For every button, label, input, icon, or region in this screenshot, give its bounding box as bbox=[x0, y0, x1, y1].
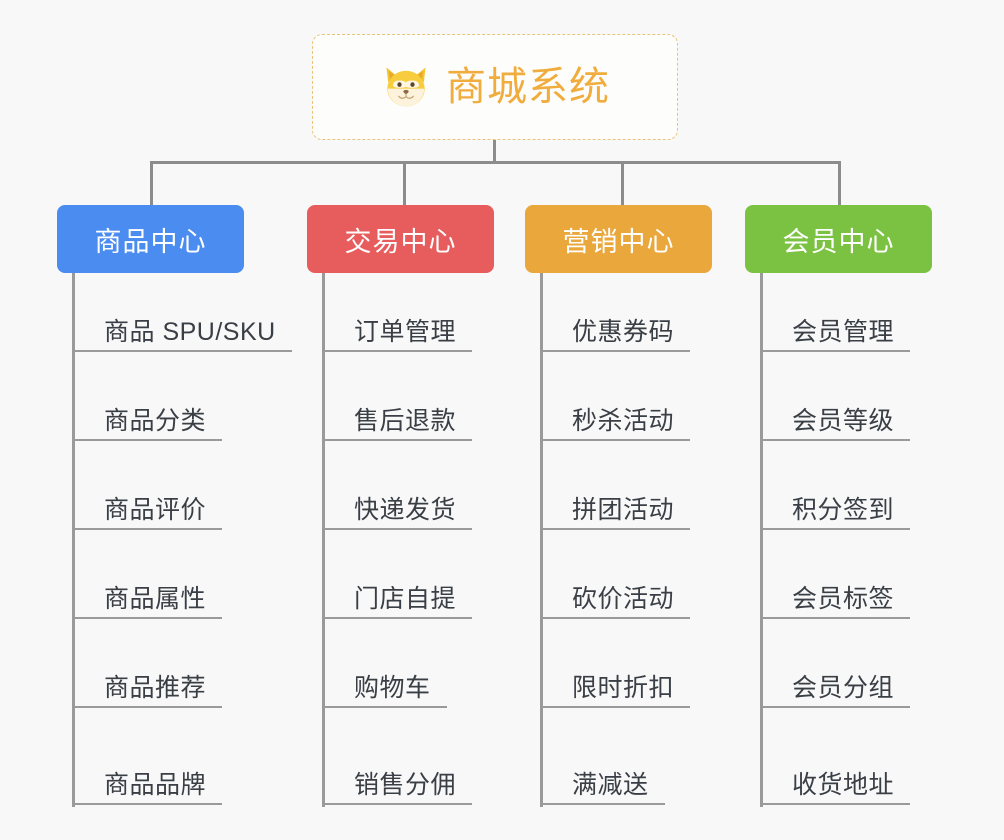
leaf-item-0-1[interactable]: 商品分类 bbox=[72, 407, 223, 441]
category-label-2: 营销中心 bbox=[562, 226, 675, 257]
leaf-item-1-0[interactable]: 订单管理 bbox=[322, 318, 473, 352]
connector-drop-4 bbox=[838, 161, 841, 206]
leaf-item-2-1[interactable]: 秒杀活动 bbox=[540, 407, 691, 441]
leaf-item-2-2[interactable]: 拼团活动 bbox=[540, 496, 691, 530]
connector-drop-3 bbox=[621, 161, 624, 206]
leaf-item-3-2[interactable]: 积分签到 bbox=[760, 496, 911, 530]
leaf-label-3-4: 会员分组 bbox=[792, 674, 895, 702]
connector-drop-2 bbox=[403, 161, 406, 206]
leaf-label-3-2: 积分签到 bbox=[792, 496, 895, 524]
leaf-label-0-1: 商品分类 bbox=[104, 407, 207, 435]
leaf-label-1-4: 购物车 bbox=[354, 674, 431, 702]
connector-horizontal-bus bbox=[150, 161, 840, 164]
leaf-item-0-5[interactable]: 商品品牌 bbox=[72, 771, 223, 805]
branch-trunk-2 bbox=[540, 273, 543, 807]
leaf-label-0-3: 商品属性 bbox=[104, 585, 207, 613]
branch-trunk-0 bbox=[72, 273, 75, 807]
leaf-label-0-5: 商品品牌 bbox=[104, 771, 207, 799]
leaf-label-1-1: 售后退款 bbox=[354, 407, 457, 435]
category-box-3[interactable]: 会员中心 bbox=[745, 205, 932, 273]
shiba-dog-face-icon bbox=[386, 67, 426, 107]
leaf-item-3-4[interactable]: 会员分组 bbox=[760, 674, 911, 708]
leaf-label-2-1: 秒杀活动 bbox=[572, 407, 675, 435]
leaf-item-1-1[interactable]: 售后退款 bbox=[322, 407, 473, 441]
leaf-item-0-2[interactable]: 商品评价 bbox=[72, 496, 223, 530]
leaf-label-1-3: 门店自提 bbox=[354, 585, 457, 613]
leaf-label-2-2: 拼团活动 bbox=[572, 496, 675, 524]
leaf-label-3-1: 会员等级 bbox=[792, 407, 895, 435]
leaf-label-3-3: 会员标签 bbox=[792, 585, 895, 613]
leaf-item-2-0[interactable]: 优惠券码 bbox=[540, 318, 691, 352]
category-label-3: 会员中心 bbox=[782, 226, 895, 257]
leaf-label-3-0: 会员管理 bbox=[792, 318, 895, 346]
leaf-item-3-0[interactable]: 会员管理 bbox=[760, 318, 911, 352]
leaf-item-3-3[interactable]: 会员标签 bbox=[760, 585, 911, 619]
leaf-item-0-3[interactable]: 商品属性 bbox=[72, 585, 223, 619]
leaf-label-2-4: 限时折扣 bbox=[572, 674, 675, 702]
leaf-item-2-5[interactable]: 满减送 bbox=[540, 771, 665, 805]
leaf-label-0-4: 商品推荐 bbox=[104, 674, 207, 702]
category-box-0[interactable]: 商品中心 bbox=[57, 205, 244, 273]
leaf-item-3-5[interactable]: 收货地址 bbox=[760, 771, 911, 805]
category-label-1: 交易中心 bbox=[344, 226, 457, 257]
leaf-item-2-4[interactable]: 限时折扣 bbox=[540, 674, 691, 708]
leaf-item-2-3[interactable]: 砍价活动 bbox=[540, 585, 691, 619]
leaf-label-1-0: 订单管理 bbox=[354, 318, 457, 346]
leaf-label-2-3: 砍价活动 bbox=[572, 585, 675, 613]
category-label-0: 商品中心 bbox=[94, 226, 207, 257]
leaf-item-0-4[interactable]: 商品推荐 bbox=[72, 674, 223, 708]
leaf-item-3-1[interactable]: 会员等级 bbox=[760, 407, 911, 441]
connector-root-stem bbox=[493, 140, 496, 164]
leaf-label-3-5: 收货地址 bbox=[792, 771, 895, 799]
category-box-2[interactable]: 营销中心 bbox=[525, 205, 712, 273]
branch-trunk-1 bbox=[322, 273, 325, 807]
leaf-item-1-5[interactable]: 销售分佣 bbox=[322, 771, 473, 805]
connector-drop-1 bbox=[150, 161, 153, 206]
leaf-item-1-3[interactable]: 门店自提 bbox=[322, 585, 473, 619]
root-node[interactable]: 商城系统 bbox=[312, 34, 678, 140]
leaf-label-0-2: 商品评价 bbox=[104, 496, 207, 524]
leaf-label-0-0: 商品 SPU/SKU bbox=[104, 318, 276, 346]
leaf-label-2-0: 优惠券码 bbox=[572, 318, 675, 346]
leaf-item-1-2[interactable]: 快递发货 bbox=[322, 496, 473, 530]
branch-trunk-3 bbox=[760, 273, 763, 807]
leaf-item-0-0[interactable]: 商品 SPU/SKU bbox=[72, 318, 292, 352]
root-title: 商城系统 bbox=[446, 65, 610, 109]
leaf-label-1-2: 快递发货 bbox=[354, 496, 457, 524]
leaf-label-2-5: 满减送 bbox=[572, 771, 649, 799]
leaf-label-1-5: 销售分佣 bbox=[354, 771, 457, 799]
category-box-1[interactable]: 交易中心 bbox=[307, 205, 494, 273]
leaf-item-1-4[interactable]: 购物车 bbox=[322, 674, 447, 708]
